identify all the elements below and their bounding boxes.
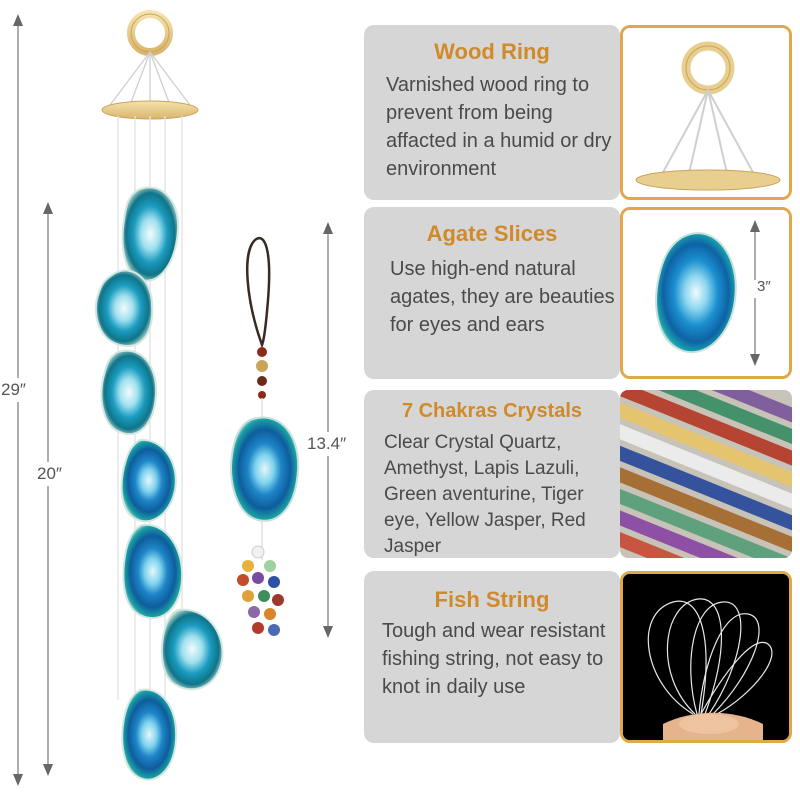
agate-slice-image <box>623 210 789 376</box>
fish-string-image <box>623 574 789 740</box>
feature-description: Clear Crystal Quartz, Amethyst, Lapis La… <box>384 432 586 557</box>
fish-string-photo <box>620 571 792 743</box>
agate-slices-column <box>94 186 224 781</box>
agate-slice-photo: 3″ <box>620 207 792 379</box>
feature-description: Tough and wear resistant fishing string,… <box>382 620 606 698</box>
wood-ring-image <box>623 28 789 197</box>
wood-ring-photo <box>620 25 792 200</box>
hanging-ring <box>127 10 173 56</box>
dimension-line-pendant <box>323 222 333 638</box>
pendant <box>230 237 300 636</box>
dimension-label-slice: 3″ <box>757 278 771 295</box>
dimension-label-chime: 20″ <box>36 462 63 486</box>
feature-panel-wood-ring: Wood Ring Varnished wood ring to prevent… <box>364 25 620 200</box>
feature-title: Agate Slices <box>426 221 558 246</box>
dimension-label-pendant: 13.4″ <box>306 432 348 456</box>
feature-description: Varnished wood ring to prevent from bein… <box>386 74 612 180</box>
feature-panel-chakras: 7 Chakras Crystals Clear Crystal Quartz,… <box>364 390 620 558</box>
feature-title: Wood Ring <box>434 39 550 64</box>
product-illustration: 29″ 20″ 13.4″ <box>0 0 360 800</box>
feature-panel-fish-string: Fish String Tough and wear resistant fis… <box>364 571 620 743</box>
top-strings <box>109 51 191 106</box>
feature-title: Fish String <box>434 587 550 612</box>
dimension-line-chime <box>43 202 53 776</box>
crystal-tassel <box>237 545 284 636</box>
feature-panel-agate-slices: Agate Slices Use high-end natural agates… <box>364 207 620 379</box>
chakra-crystals-image <box>620 390 792 558</box>
wind-chime-illustration <box>13 10 333 786</box>
feature-title: 7 Chakras Crystals <box>401 400 583 422</box>
chakra-crystals-photo <box>620 390 792 558</box>
dimension-label-overall: 29″ <box>0 378 27 402</box>
feature-description: Use high-end natural agates, they are be… <box>390 258 615 336</box>
